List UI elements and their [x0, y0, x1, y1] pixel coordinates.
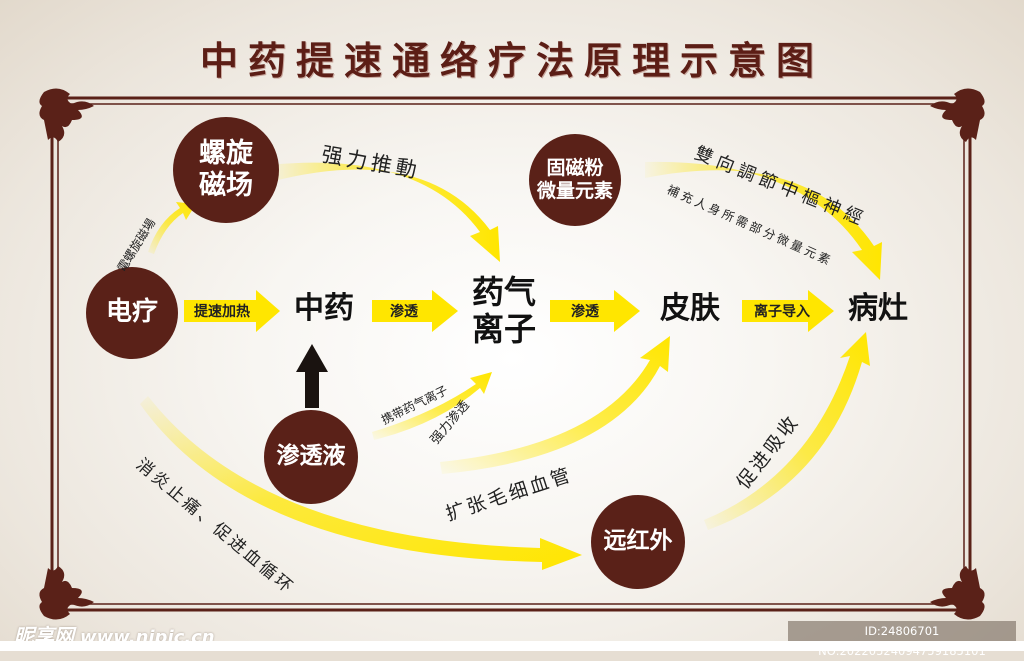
- node-lesion: 病灶: [848, 291, 908, 326]
- label-penetrate-2: 渗透: [571, 304, 599, 320]
- arrow-carry-ions: [372, 372, 492, 440]
- circle-label: 电疗: [105, 297, 158, 328]
- circle-solid-magnetic-powder: 固磁粉 微量元素: [529, 134, 621, 226]
- label-speed-heat: 提速加热: [194, 304, 250, 320]
- arrow-dilate-capillaries: [440, 336, 670, 474]
- node-herbal-medicine: 中药: [294, 291, 354, 326]
- arrow-promote-absorption: [704, 332, 870, 530]
- arrow-ion-import: [742, 290, 834, 332]
- circle-penetrant: 渗透液: [264, 410, 358, 504]
- arrow-anti-inflammation: [140, 396, 582, 570]
- circle-label: 固磁粉 微量元素: [536, 157, 613, 202]
- bottom-strip: [0, 641, 1024, 651]
- image-id-bar: ID:24806701 NO:20220524094759185101: [788, 621, 1016, 658]
- arrow-penetrate-2: [550, 290, 640, 332]
- diagram-title: 中药提速通络疗法原理示意图: [199, 39, 824, 83]
- circle-far-infrared: 远红外: [591, 495, 685, 589]
- node-skin: 皮肤: [660, 291, 720, 326]
- circle-label: 远红外: [603, 528, 673, 555]
- circle-label: 螺旋 磁场: [199, 137, 253, 201]
- ornamental-frame: [50, 96, 972, 612]
- arrow-bidirectional: [645, 161, 882, 280]
- arrow-penetrate-1: [372, 290, 458, 332]
- arrow-speed-heat: [184, 290, 280, 332]
- arrow-strong-push: [270, 162, 500, 262]
- arrow-electro-to-spiral: [148, 202, 196, 254]
- node-herbal-ions: 药气 离子: [471, 273, 536, 348]
- label-penetrate-1: 渗透: [390, 304, 418, 320]
- circle-label: 渗透液: [276, 443, 346, 470]
- circle-electrotherapy: 电疗: [86, 267, 178, 359]
- label-ion-import: 离子导入: [754, 304, 810, 320]
- arrow-penetrant-up: [296, 344, 328, 408]
- corner-ornaments: [39, 88, 985, 620]
- circle-spiral-magnetic-field: 螺旋 磁场: [173, 117, 279, 223]
